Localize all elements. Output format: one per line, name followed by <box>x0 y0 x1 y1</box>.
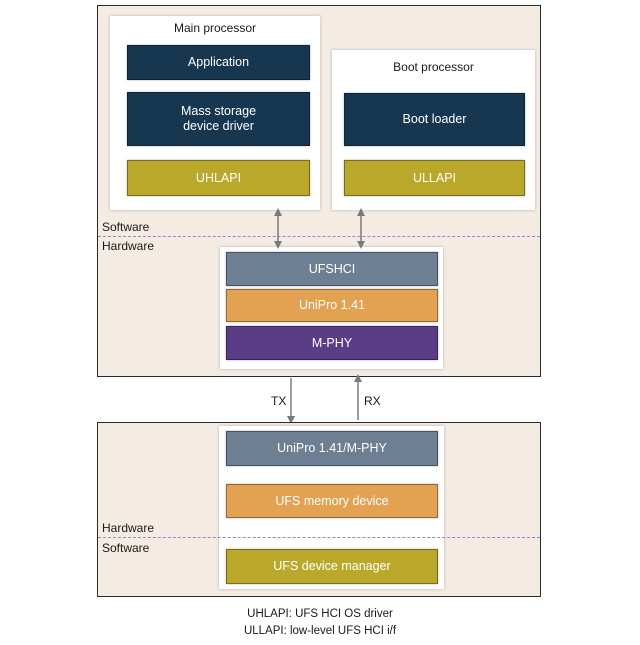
legend-ullapi: ULLAPI: low-level UFS HCI i/f <box>243 625 397 637</box>
mphy-block: M-PHY <box>226 326 438 360</box>
main-processor-title: Main processor <box>173 21 257 35</box>
tx-label: TX <box>271 394 287 408</box>
rx-label: RX <box>364 394 381 408</box>
boot-loader-block: Boot loader <box>344 93 525 146</box>
ufs-device-manager-block: UFS device manager <box>226 549 438 584</box>
mass-storage-driver-block: Mass storage device driver <box>127 92 310 146</box>
ufs-memory-device-block: UFS memory device <box>226 484 438 518</box>
device-hardware-label: Hardware <box>102 521 155 535</box>
uhlapi-block: UHLAPI <box>127 160 310 196</box>
ullapi-block: ULLAPI <box>344 160 525 196</box>
host-software-label: Software <box>102 220 150 234</box>
device-software-label: Software <box>102 541 150 555</box>
host-sw-hw-divider <box>98 236 540 237</box>
device-unipro-mphy-block: UniPro 1.41/M-PHY <box>226 431 438 466</box>
unipro-block: UniPro 1.41 <box>226 289 438 322</box>
application-block: Application <box>127 45 310 80</box>
host-hardware-label: Hardware <box>102 239 155 253</box>
device-hw-sw-divider <box>98 537 540 538</box>
legend-uhlapi: UHLAPI: UFS HCI OS driver <box>247 608 393 620</box>
ufshci-block: UFSHCI <box>226 252 438 286</box>
boot-processor-title: Boot processor <box>393 60 474 74</box>
